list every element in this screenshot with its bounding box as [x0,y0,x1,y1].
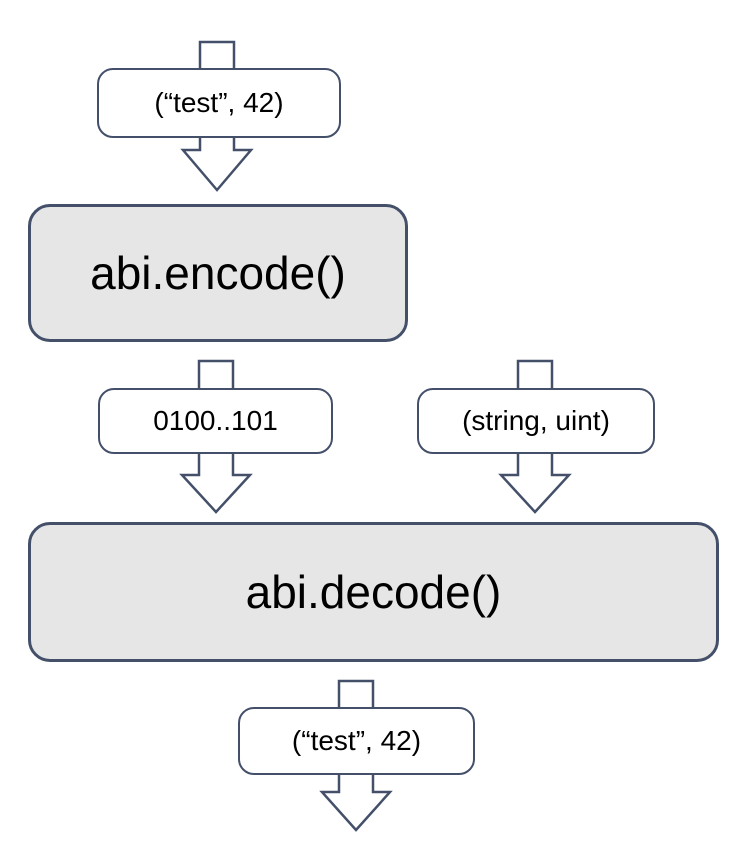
node-types-tuple-label: (string, uint) [462,405,610,436]
node-abi-encode: abi.encode() [28,204,408,342]
node-encoded-bytes: 0100..101 [98,388,333,454]
node-output-tuple-label: (“test”, 42) [291,725,422,756]
node-abi-encode-label: abi.encode() [90,247,346,299]
node-abi-decode-label: abi.decode() [245,566,502,618]
node-encoded-bytes-label: 0100..101 [153,405,278,436]
node-abi-decode: abi.decode() [28,522,719,662]
node-output-tuple: (“test”, 42) [238,707,475,775]
node-types-tuple: (string, uint) [417,388,655,454]
node-input-tuple-label: (“test”, 42) [154,87,284,118]
node-input-tuple: (“test”, 42) [97,68,341,138]
